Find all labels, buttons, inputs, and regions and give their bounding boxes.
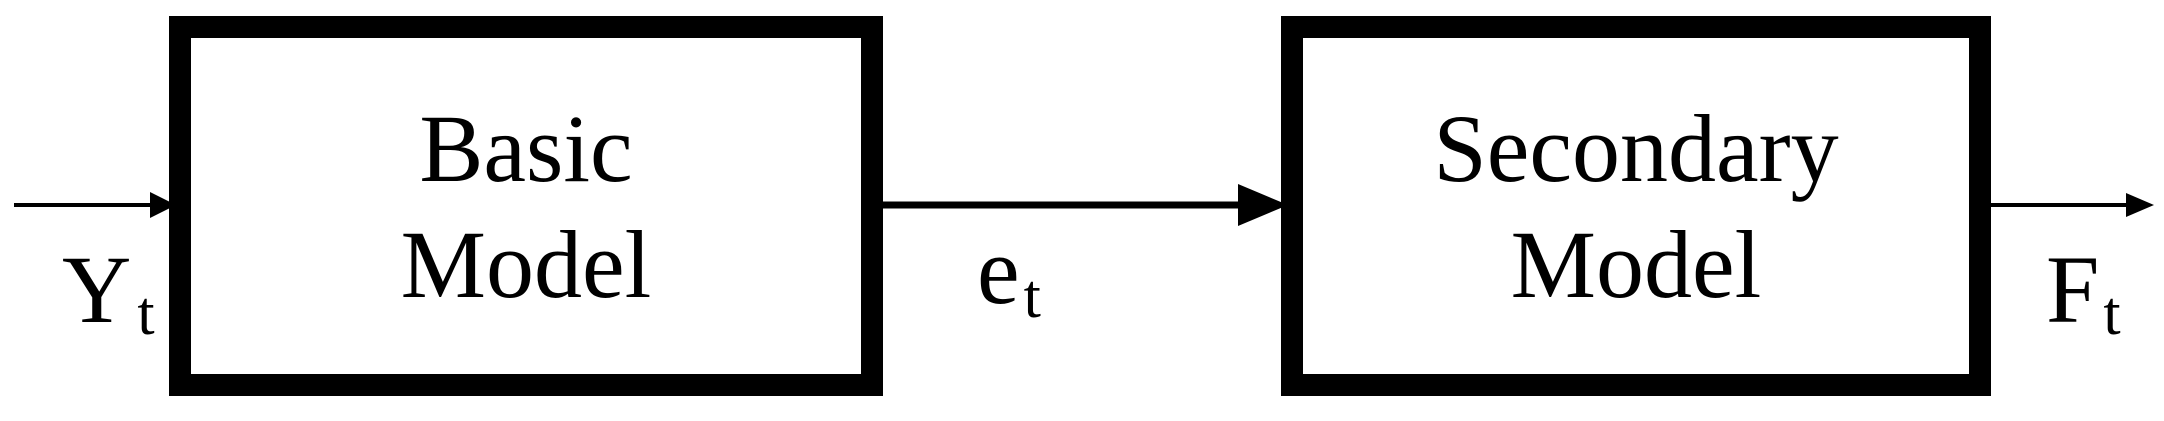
output-arrow: [1991, 193, 2154, 217]
secondary-model-block: Secondary Model: [1281, 16, 1991, 396]
error-signal-symbol: e: [977, 217, 1020, 324]
output-signal-subscript: t: [2103, 280, 2120, 348]
basic-model-label-line2: Model: [401, 211, 652, 318]
secondary-model-label-line1: Secondary: [1433, 95, 1838, 202]
basic-model-block: Basic Model: [169, 16, 883, 396]
secondary-model-label-line2: Model: [1511, 211, 1762, 318]
error-signal-subscript: t: [1024, 263, 1041, 331]
error-arrow: [883, 184, 1288, 226]
input-signal-symbol: Y: [62, 236, 131, 343]
input-arrow: [14, 192, 176, 218]
output-signal-label: Ft: [2046, 236, 2121, 348]
error-signal-label: et: [977, 217, 1041, 331]
output-signal-symbol: F: [2046, 236, 2099, 343]
basic-model-label-line1: Basic: [419, 95, 632, 202]
input-signal-subscript: t: [137, 280, 154, 348]
input-signal-label: Yt: [62, 236, 155, 348]
